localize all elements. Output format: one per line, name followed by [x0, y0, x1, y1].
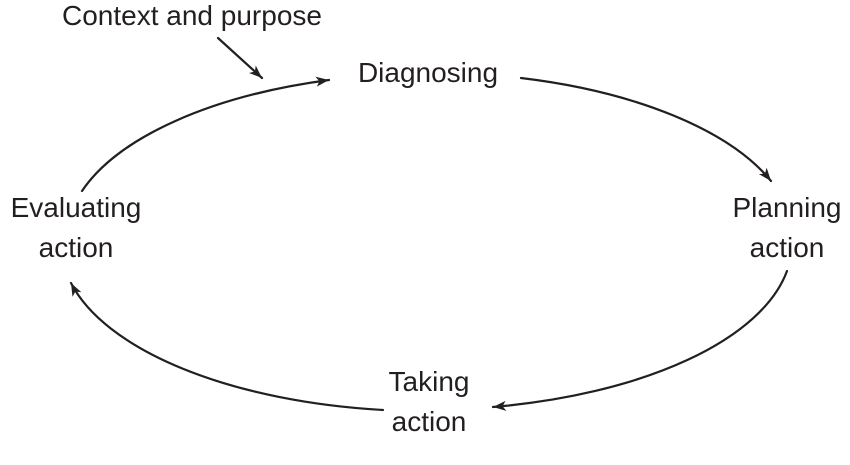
taking-to-evaluating-arrow [69, 281, 385, 412]
node-taking-label-line2: action [391, 406, 467, 437]
node-evaluating-label-line1: Evaluating [10, 192, 142, 223]
context-and-purpose-label: Context and purpose [62, 0, 322, 31]
planning-to-taking-arrow [491, 269, 789, 411]
node-evaluating-action: Evaluating action [11, 188, 142, 268]
node-diagnosing-label: Diagnosing [357, 57, 499, 88]
evaluating-to-diagnosing-arrow [80, 76, 331, 193]
node-planning-label-line1: Planning [732, 192, 842, 223]
node-taking-label-line1: Taking [388, 366, 470, 397]
node-taking-action: Taking action [389, 362, 470, 442]
context-to-diagnosing-arrow [216, 36, 264, 80]
node-planning-action: Planning action [733, 188, 842, 268]
node-diagnosing: Diagnosing [358, 53, 498, 93]
node-planning-label-line2: action [749, 232, 825, 263]
diagnosing-to-planning-arrow [519, 76, 773, 183]
node-evaluating-label-line2: action [38, 232, 114, 263]
